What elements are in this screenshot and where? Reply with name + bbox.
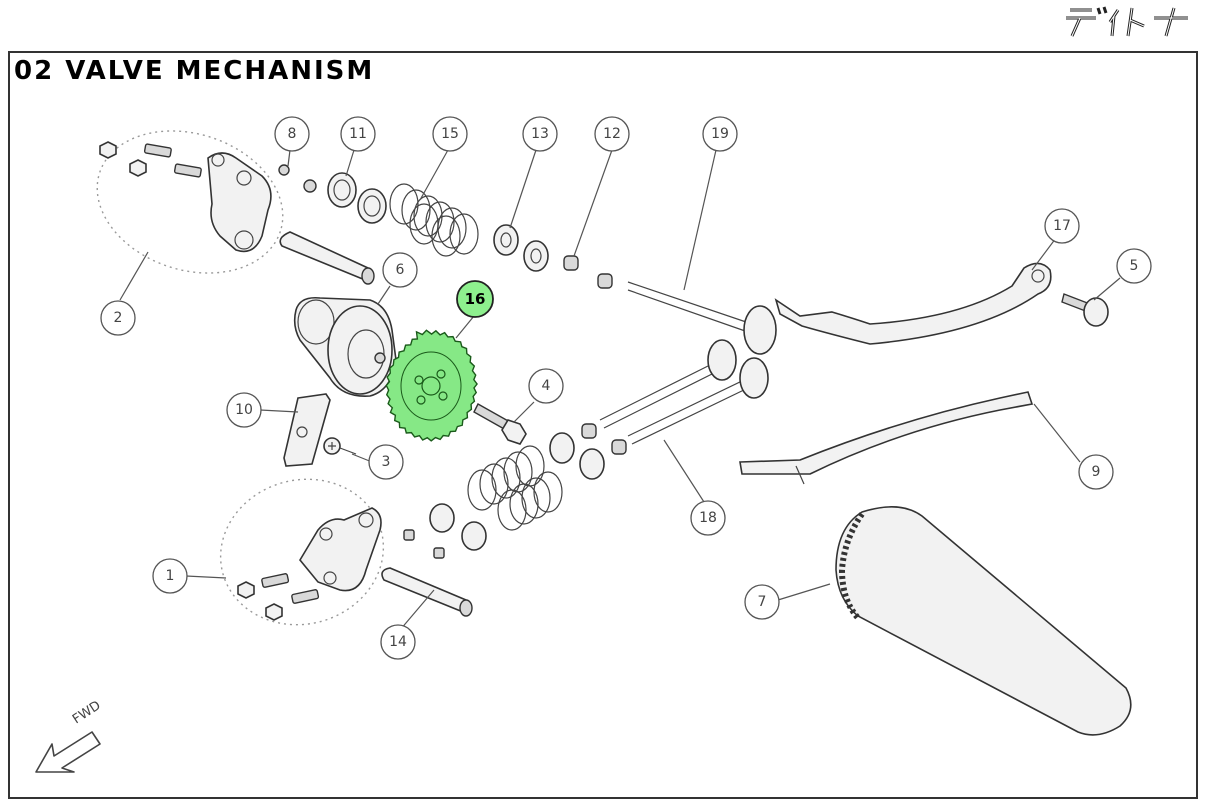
callout-13[interactable]: 13 (522, 116, 558, 152)
plate-screw (323, 437, 357, 455)
callout-1[interactable]: 1 (152, 558, 188, 594)
cam-chain (835, 506, 1132, 736)
svg-text:13: 13 (531, 126, 549, 142)
page-title: 02 VALVE MECHANISM (14, 56, 375, 86)
lower-valve-retainers (403, 423, 627, 559)
group-outline-upper-rocker (96, 130, 284, 274)
callout-19[interactable]: 19 (702, 116, 738, 152)
svg-text:1: 1 (166, 568, 175, 584)
tensioner-bolt (1061, 293, 1109, 327)
callout-9[interactable]: 9 (1078, 454, 1114, 490)
fwd-arrow (35, 731, 101, 773)
upper-valve (627, 281, 777, 355)
svg-text:16: 16 (465, 290, 486, 308)
callout-8[interactable]: 8 (274, 116, 310, 152)
callout-16[interactable]: 16 (456, 280, 494, 318)
svg-text:15: 15 (441, 126, 459, 142)
chain-guide (739, 391, 1034, 485)
lower-valves (599, 339, 769, 445)
callout-6[interactable]: 6 (382, 252, 418, 288)
callout-11[interactable]: 11 (340, 116, 376, 152)
svg-text:10: 10 (235, 402, 253, 418)
svg-text:4: 4 (542, 378, 551, 394)
svg-text:8: 8 (288, 126, 297, 142)
svg-text:2: 2 (114, 310, 123, 326)
svg-text:6: 6 (396, 262, 405, 278)
callout-15[interactable]: 15 (432, 116, 468, 152)
brand-logo (1066, 6, 1188, 37)
svg-text:17: 17 (1053, 218, 1071, 234)
group-outline-lower-rocker (219, 478, 385, 626)
callout-18[interactable]: 18 (690, 500, 726, 536)
sprocket-bolt (473, 403, 527, 445)
diagram-frame (8, 51, 1198, 799)
svg-text:19: 19 (711, 126, 729, 142)
callout-4[interactable]: 4 (528, 368, 564, 404)
callout-2[interactable]: 2 (100, 300, 136, 336)
valve-spring-seats (493, 224, 613, 289)
svg-text:18: 18 (699, 510, 717, 526)
upper-rocker-shaft (279, 231, 375, 285)
fwd-label: FWD (70, 698, 104, 727)
svg-text:7: 7 (758, 594, 767, 610)
svg-text:12: 12 (603, 126, 621, 142)
callout-17[interactable]: 17 (1044, 208, 1080, 244)
callout-10[interactable]: 10 (226, 392, 262, 428)
svg-text:5: 5 (1130, 258, 1139, 274)
svg-text:3: 3 (382, 454, 391, 470)
callout-14[interactable]: 14 (380, 624, 416, 660)
svg-text:9: 9 (1092, 464, 1101, 480)
leader-lines (119, 149, 1121, 631)
callout-5[interactable]: 5 (1116, 248, 1152, 284)
camshaft (293, 296, 397, 397)
lower-valve-springs (467, 445, 563, 531)
callout-7[interactable]: 7 (744, 584, 780, 620)
upper-rocker-assembly (99, 141, 272, 253)
lower-rocker-assembly (237, 507, 382, 621)
cam-sprocket-gear (385, 329, 478, 442)
valve-cotter-pieces (278, 164, 317, 193)
cam-chain-tensioner-arm (774, 262, 1052, 345)
callout-3[interactable]: 3 (368, 444, 404, 480)
cam-plate (283, 393, 331, 467)
lower-rocker-shaft (381, 567, 473, 617)
upper-valve-retainers (327, 172, 387, 224)
svg-text:11: 11 (349, 126, 367, 142)
callout-12[interactable]: 12 (594, 116, 630, 152)
svg-text:14: 14 (389, 634, 407, 650)
upper-valve-springs (389, 183, 479, 257)
